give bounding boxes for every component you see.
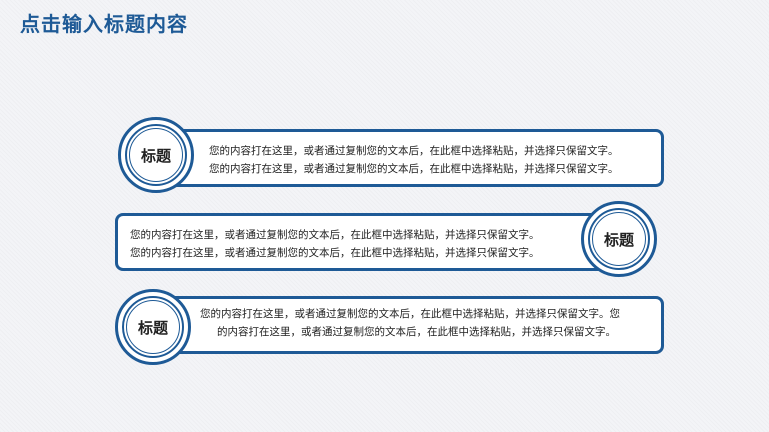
badge-core-2: 标题 (592, 212, 646, 266)
card-2-line-1: 您的内容打在这里，或者通过复制您的文本后，在此框中选择粘贴，并选择只保留文字。 (130, 229, 540, 241)
badge-label-2: 标题 (603, 230, 634, 249)
content-card-3: 您的内容打在这里，或者通过复制您的文本后，在此框中选择粘贴，并选择只保留文字。您… (145, 296, 664, 354)
card-1-line-2: 您的内容打在这里，或者通过复制您的文本后，在此框中选择粘贴，并选择只保留文字。 (209, 163, 619, 175)
page-title: 点击输入标题内容 (20, 12, 188, 36)
badge-core-1: 标题 (129, 128, 183, 182)
badge-core-3: 标题 (126, 300, 180, 354)
card-1-line-1: 您的内容打在这里，或者通过复制您的文本后，在此框中选择粘贴，并选择只保留文字。 (209, 145, 619, 157)
title-badge-2[interactable]: 标题 (581, 201, 657, 277)
title-badge-1[interactable]: 标题 (118, 117, 194, 193)
badge-label-3: 标题 (137, 318, 168, 337)
card-3-line-1: 您的内容打在这里，或者通过复制您的文本后，在此框中选择粘贴，并选择只保留文字。您 (200, 308, 620, 320)
badge-label-1: 标题 (140, 146, 171, 165)
badge-ring-2 (588, 208, 650, 270)
badge-ring-1 (125, 124, 187, 186)
content-card-2: 您的内容打在这里，或者通过复制您的文本后，在此框中选择粘贴，并选择只保留文字。 … (115, 213, 628, 271)
badge-ring-3 (122, 296, 184, 358)
content-card-1: 您的内容打在这里，或者通过复制您的文本后，在此框中选择粘贴，并选择只保留文字。 … (148, 129, 664, 187)
card-text-2[interactable]: 您的内容打在这里，或者通过复制您的文本后，在此框中选择粘贴，并选择只保留文字。 … (130, 226, 540, 262)
card-2-line-2: 您的内容打在这里，或者通过复制您的文本后，在此框中选择粘贴，并选择只保留文字。 (130, 247, 540, 259)
card-text-3[interactable]: 您的内容打在这里，或者通过复制您的文本后，在此框中选择粘贴，并选择只保留文字。您… (200, 305, 620, 341)
title-badge-3[interactable]: 标题 (115, 289, 191, 365)
card-3-line-2: 的内容打在这里，或者通过复制您的文本后，在此框中选择粘贴，并选择只保留文字。 (217, 326, 616, 338)
card-text-1[interactable]: 您的内容打在这里，或者通过复制您的文本后，在此框中选择粘贴，并选择只保留文字。 … (209, 142, 619, 178)
